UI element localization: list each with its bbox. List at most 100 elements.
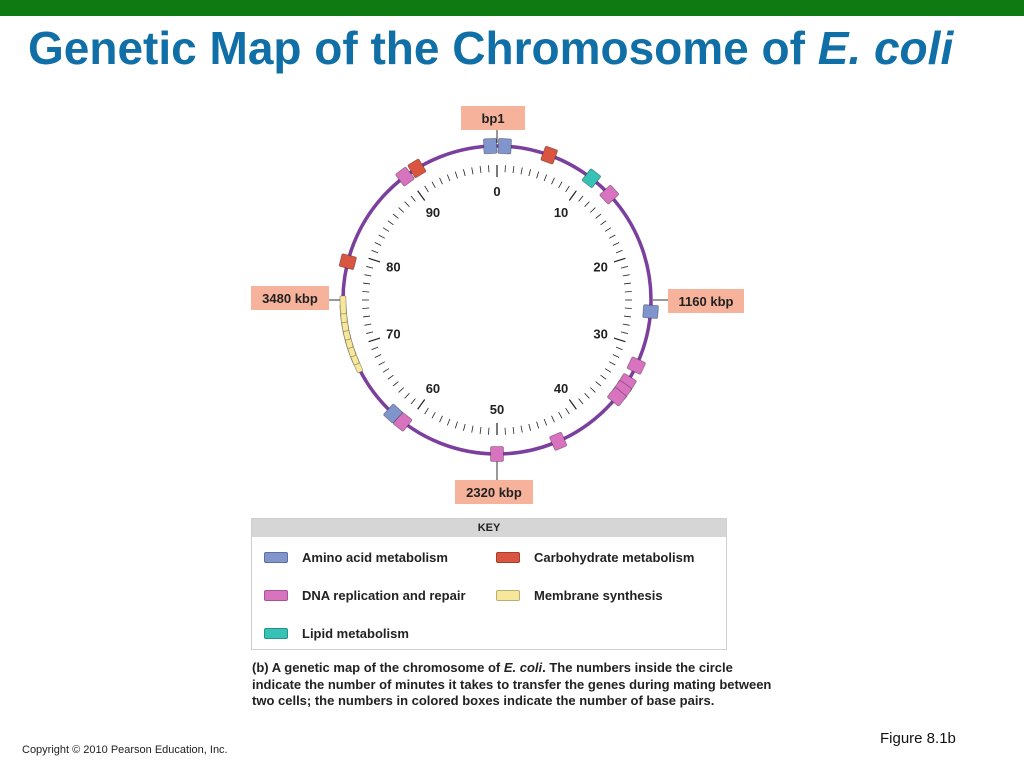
- minute-label: 30: [593, 327, 607, 342]
- minor-tick: [615, 249, 623, 254]
- minor-tick: [410, 398, 416, 405]
- minor-tick: [363, 282, 371, 285]
- minor-tick: [528, 169, 531, 177]
- minor-tick: [439, 415, 443, 423]
- title-main-text: Genetic Map of the Chromosome of: [28, 22, 805, 74]
- kbp-callout-label: 1160 kbp: [679, 294, 734, 309]
- key-label-carbohydrate: Carbohydrate metabolism: [534, 550, 695, 565]
- minor-tick: [410, 195, 416, 202]
- lipid-gene-marker: [581, 168, 601, 189]
- minor-tick: [595, 213, 602, 219]
- caption-prefix: (b): [252, 660, 269, 675]
- major-tick: [568, 190, 577, 201]
- major-tick: [417, 190, 426, 201]
- key-item-dna-replication: DNA replication and repair: [264, 588, 466, 603]
- minor-tick: [378, 234, 386, 239]
- minor-tick: [431, 181, 436, 189]
- minor-tick: [471, 167, 474, 175]
- dna-replication-gene-marker: [607, 387, 627, 407]
- minute-label: 20: [593, 259, 607, 274]
- minor-tick: [623, 282, 631, 285]
- minor-tick: [622, 323, 630, 326]
- kbp-callout-box: [668, 289, 744, 313]
- minor-tick: [382, 227, 390, 232]
- minute-label: 60: [426, 381, 440, 396]
- minute-label: 10: [554, 205, 568, 220]
- key-label-dna-replication: DNA replication and repair: [302, 588, 466, 603]
- minor-tick: [612, 354, 620, 358]
- minute-label: 90: [426, 205, 440, 220]
- minor-tick: [454, 171, 458, 179]
- minor-tick: [543, 174, 548, 182]
- minor-tick: [392, 381, 399, 387]
- minor-tick: [551, 177, 555, 185]
- minor-tick: [366, 266, 374, 269]
- minor-tick: [382, 368, 390, 373]
- minor-tick: [387, 220, 394, 226]
- gene-markers: [338, 137, 659, 462]
- callout-connectors: [328, 130, 668, 480]
- minute-ticks: [362, 165, 632, 435]
- minor-tick: [378, 361, 386, 366]
- dna-replication-gene-marker: [490, 446, 504, 462]
- minor-tick: [479, 166, 482, 174]
- minor-tick: [565, 185, 570, 193]
- key-label-lipid: Lipid metabolism: [302, 626, 409, 641]
- major-tick: [417, 399, 426, 410]
- dna-replication-gene-marker: [395, 166, 415, 187]
- minor-tick: [463, 169, 466, 177]
- minor-tick: [615, 346, 623, 351]
- kbp-callout-label: 3480 kbp: [262, 291, 318, 306]
- membrane-swatch: [496, 590, 520, 601]
- minor-tick: [584, 201, 590, 207]
- minor-tick: [622, 274, 630, 277]
- key-item-amino-acid: Amino acid metabolism: [264, 550, 448, 565]
- minor-tick: [398, 207, 404, 213]
- minor-tick: [424, 185, 429, 193]
- minor-tick: [590, 207, 596, 213]
- minor-tick: [363, 315, 371, 318]
- minor-tick: [392, 213, 399, 219]
- minor-tick: [454, 421, 458, 429]
- minute-label: 0: [493, 184, 500, 199]
- kbp-callout-box: [251, 286, 329, 310]
- minor-tick: [398, 387, 404, 393]
- minor-tick: [446, 418, 451, 426]
- minor-tick: [600, 220, 607, 226]
- minute-label: 70: [386, 327, 400, 342]
- minor-tick: [608, 361, 616, 366]
- carbohydrate-gene-marker: [540, 145, 558, 165]
- dna-replication-gene-marker: [549, 431, 568, 451]
- title-organism-text: E. coli: [817, 22, 954, 74]
- minor-tick: [565, 407, 570, 415]
- minor-tick: [536, 421, 540, 429]
- membrane-gene-marker: [339, 295, 347, 315]
- minor-tick: [366, 331, 374, 334]
- amino-acid-gene-marker: [483, 137, 498, 155]
- minor-tick: [620, 331, 628, 334]
- carbohydrate-swatch: [496, 552, 520, 563]
- slide-title: Genetic Map of the Chromosome of E. coli: [28, 22, 988, 74]
- minor-tick: [578, 195, 584, 202]
- minor-tick: [595, 381, 602, 387]
- minor-tick: [590, 387, 596, 393]
- kbp-callout-box: [455, 480, 533, 504]
- key-item-lipid: Lipid metabolism: [264, 626, 409, 641]
- minor-tick: [520, 425, 523, 433]
- minor-tick: [463, 423, 466, 431]
- color-key: KEY Amino acid metabolism Carbohydrate m…: [251, 518, 727, 650]
- minor-tick: [543, 418, 548, 426]
- minor-tick: [404, 393, 410, 399]
- minor-tick: [520, 167, 523, 175]
- amino-acid-gene-marker: [497, 138, 512, 155]
- caption-text-before: A genetic map of the chromosome of: [268, 660, 504, 675]
- minor-tick: [364, 274, 372, 277]
- amino-acid-gene-marker: [383, 403, 403, 424]
- major-tick: [368, 257, 381, 263]
- minor-tick: [404, 201, 410, 207]
- minor-tick: [612, 242, 620, 246]
- minor-tick: [536, 171, 540, 179]
- minute-label: 80: [386, 259, 400, 274]
